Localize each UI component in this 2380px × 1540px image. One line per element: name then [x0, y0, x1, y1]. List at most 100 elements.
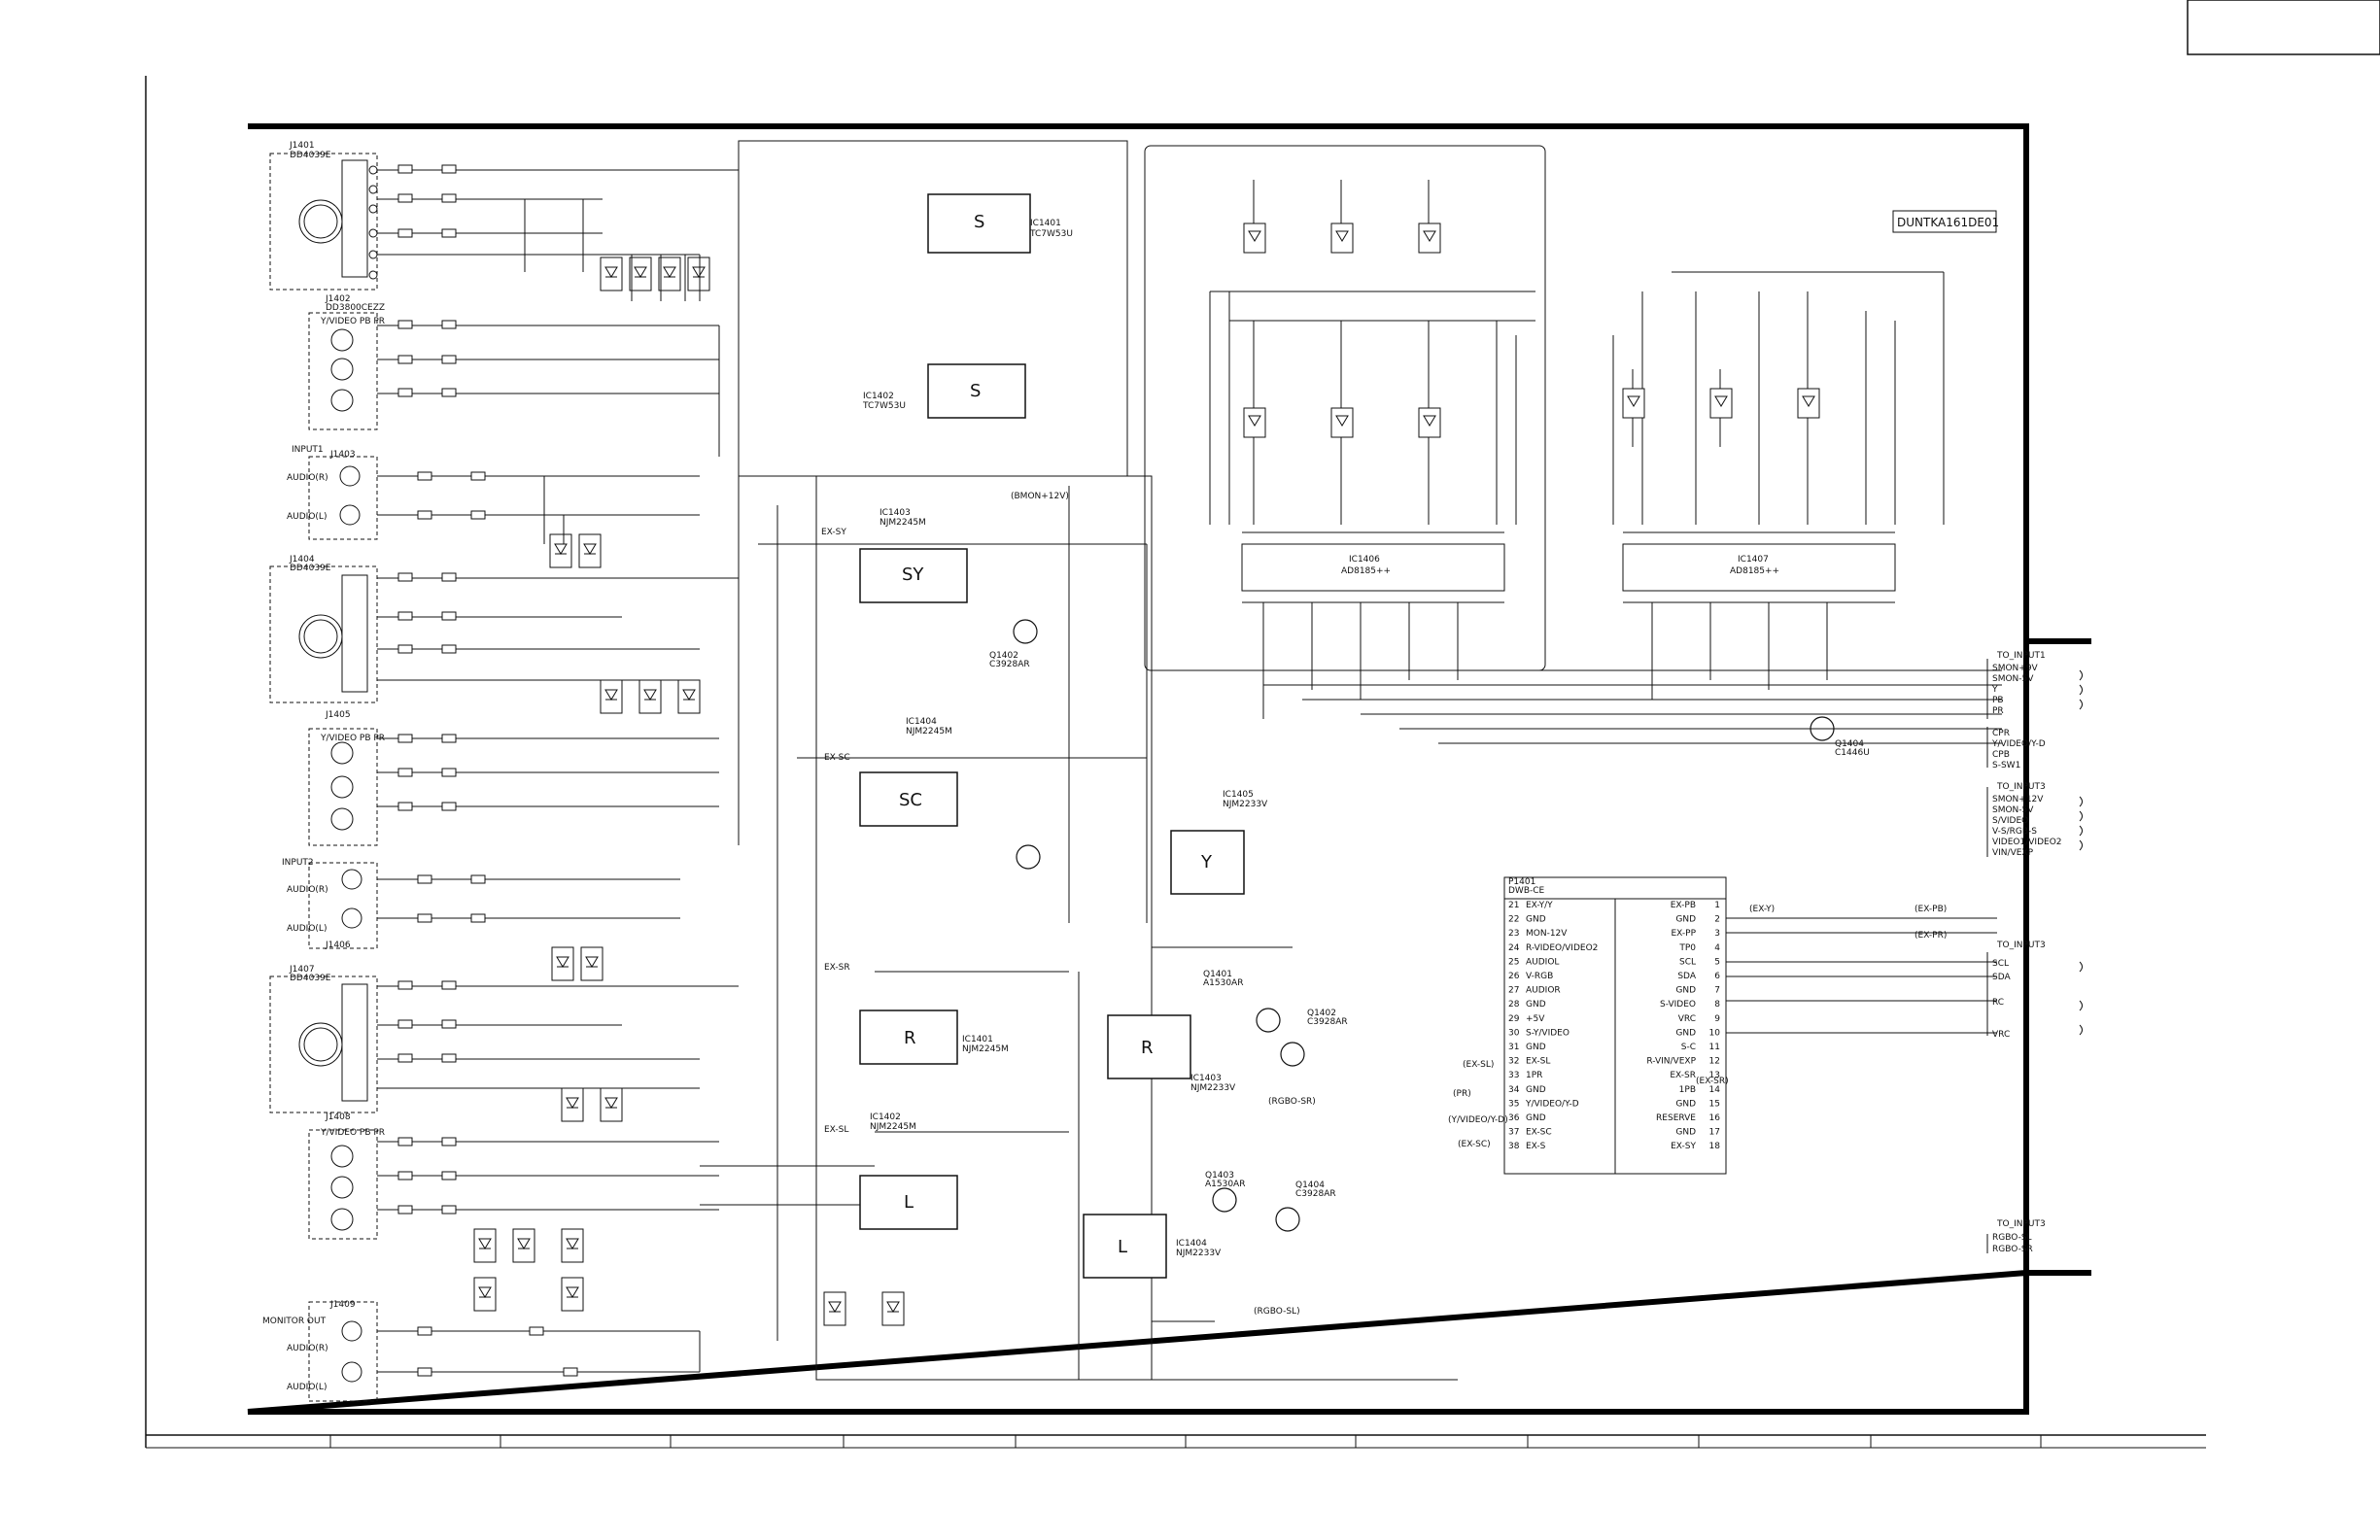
connector-signal-left: GND — [1526, 1043, 1546, 1052]
svg-text:EX-SR: EX-SR — [824, 963, 850, 973]
connector-signal-left: EX-SL — [1526, 1057, 1550, 1067]
connector-pin-right: 8 — [1714, 1000, 1720, 1010]
connector-pin-left: 30 — [1508, 1028, 1520, 1038]
svg-text:PB: PB — [1992, 696, 2004, 705]
svg-text:J1407: J1407 — [289, 965, 315, 975]
connector-signal-right: EX-PP — [1671, 929, 1696, 939]
svg-text:SMON-5V: SMON-5V — [1992, 805, 2034, 815]
svg-text:AUDIO(L): AUDIO(L) — [287, 512, 327, 522]
svg-text:DD4039E: DD4039E — [290, 564, 331, 573]
svg-text:C3928AR: C3928AR — [1295, 1189, 1336, 1199]
svg-text:SY: SY — [902, 565, 924, 585]
svg-text:MONITOR OUT: MONITOR OUT — [262, 1317, 327, 1326]
connector-signal-right: EX-PB — [1671, 901, 1696, 910]
input-jack-group-1 — [269, 153, 378, 1402]
connector-signal-right: GND — [1675, 915, 1696, 925]
svg-text:L: L — [904, 1192, 914, 1213]
connector-signal-left: EX-Y/Y — [1526, 901, 1553, 910]
connector-pin-left: 38 — [1508, 1142, 1520, 1151]
svg-text:RGBO-SL: RGBO-SL — [1992, 1233, 2032, 1243]
net-labels: EX-SY EX-SC EX-SR EX-SL (BMON+12V) (RGBO… — [821, 492, 1947, 1317]
svg-text:SMON+12V: SMON+12V — [1992, 795, 2044, 804]
connector-signal-left: GND — [1526, 1000, 1546, 1010]
connector-signal-right: 1PB — [1679, 1085, 1696, 1095]
connector-pin-left: 25 — [1508, 957, 1519, 967]
svg-text:NJM2245M: NJM2245M — [962, 1044, 1009, 1054]
svg-text:Y/VIDEO/Y-D: Y/VIDEO/Y-D — [1991, 739, 2046, 749]
connector-signal-right: SDA — [1677, 972, 1696, 981]
transistors — [1013, 619, 1835, 1232]
connector-signal-left: EX-SC — [1526, 1128, 1552, 1138]
connector-signal-right: RESERVE — [1656, 1113, 1696, 1123]
connector-pin-left: 21 — [1508, 901, 1519, 910]
svg-text:P1401: P1401 — [1508, 877, 1535, 887]
svg-text:EX-SY: EX-SY — [821, 528, 846, 537]
svg-text:Y/VIDEO PB PR: Y/VIDEO PB PR — [320, 734, 385, 743]
svg-text:TO_INPUT3: TO_INPUT3 — [1996, 941, 2046, 950]
svg-text:IC1405: IC1405 — [1223, 790, 1254, 800]
connector-signal-right: GND — [1675, 1028, 1696, 1038]
switch-ic-blocks — [859, 193, 1245, 1279]
ad8185-labels: IC1406 AD8185++ IC1407 AD8185++ — [1341, 555, 1779, 576]
svg-text:(RGBO-SR): (RGBO-SR) — [1268, 1097, 1316, 1107]
svg-text:AUDIO(R): AUDIO(R) — [287, 473, 328, 483]
svg-text:DD4039E: DD4039E — [290, 151, 331, 160]
connector-pin-left: 28 — [1508, 1000, 1520, 1010]
board-outline — [247, 123, 2091, 1415]
svg-text:NJM2245M: NJM2245M — [906, 727, 952, 736]
svg-text:(RGBO-SL): (RGBO-SL) — [1254, 1307, 1300, 1317]
svg-text:J1409: J1409 — [329, 1300, 356, 1310]
svg-text:A1530AR: A1530AR — [1203, 978, 1243, 988]
connector-pin-left: 31 — [1508, 1043, 1519, 1052]
svg-text:CPR: CPR — [1992, 729, 2010, 738]
svg-text:J1408: J1408 — [325, 1112, 351, 1122]
svg-text:Y/VIDEO PB PR: Y/VIDEO PB PR — [320, 317, 385, 326]
connector-pin-left: 29 — [1508, 1014, 1520, 1024]
svg-text:S-SW1: S-SW1 — [1992, 761, 2020, 770]
svg-text:CPB: CPB — [1992, 750, 2010, 760]
svg-text:J1403: J1403 — [329, 450, 356, 460]
connector-pin-right: 3 — [1714, 929, 1720, 939]
svg-text:NJM2233V: NJM2233V — [1190, 1083, 1236, 1093]
svg-text:J1401: J1401 — [289, 141, 315, 151]
connector-pin-right: 11 — [1709, 1043, 1720, 1052]
svg-text:(EX-PB): (EX-PB) — [1914, 905, 1947, 914]
connector-pin-right: 2 — [1714, 915, 1720, 925]
svg-text:R: R — [904, 1028, 916, 1048]
svg-text:L: L — [1118, 1237, 1127, 1257]
connector-signal-right: GND — [1675, 1128, 1696, 1138]
svg-text:AD8185++: AD8185++ — [1341, 566, 1391, 576]
svg-text:IC1403: IC1403 — [1190, 1074, 1222, 1083]
svg-text:NJM2245M: NJM2245M — [880, 518, 926, 528]
svg-text:RGBO-SR: RGBO-SR — [1992, 1245, 2033, 1254]
svg-text:NJM2245M: NJM2245M — [870, 1122, 916, 1132]
connector-pin-left: 36 — [1508, 1113, 1520, 1123]
connector-pin-left: 35 — [1508, 1099, 1519, 1109]
svg-text:IC1401: IC1401 — [1030, 219, 1061, 228]
connector-signal-left: +5V — [1526, 1014, 1545, 1024]
input-components — [397, 164, 578, 1377]
svg-text:AUDIO(L): AUDIO(L) — [287, 1383, 327, 1392]
svg-text:PR: PR — [1992, 706, 2004, 716]
svg-text:SDA: SDA — [1992, 973, 2011, 982]
connector-signal-left: V-RGB — [1526, 972, 1553, 981]
svg-text:VIDEO1/VIDEO2: VIDEO1/VIDEO2 — [1992, 838, 2062, 847]
connector-signal-left: Y/VIDEO/Y-D — [1525, 1099, 1579, 1109]
svg-text:SCL: SCL — [1992, 959, 2009, 969]
svg-text:INPUT1: INPUT1 — [292, 445, 324, 455]
connector-pin-right: 5 — [1714, 957, 1720, 967]
connector-signal-left: GND — [1526, 1113, 1546, 1123]
svg-text:IC1407: IC1407 — [1738, 555, 1769, 565]
svg-text:(EX-SR): (EX-SR) — [1696, 1077, 1729, 1086]
connector-signal-right: S-VIDEO — [1660, 1000, 1696, 1010]
connector-pin-right: 1 — [1714, 901, 1720, 910]
output-labels: TO_INPUT1 SMON+9V SMON-5V Y PB PR CPR Y/… — [1991, 651, 2062, 1254]
connector-signal-left: EX-S — [1526, 1142, 1546, 1151]
connector-signal-right: VRC — [1678, 1014, 1696, 1024]
ad8185-diodes — [1243, 222, 1820, 438]
connector-pin-left: 34 — [1508, 1085, 1520, 1095]
connector-signal-left: R-VIDEO/VIDEO2 — [1526, 943, 1598, 953]
connector-signal-right: EX-SR — [1670, 1071, 1696, 1080]
svg-text:(PR): (PR) — [1453, 1089, 1471, 1099]
connector-pin-right: 17 — [1709, 1128, 1720, 1138]
